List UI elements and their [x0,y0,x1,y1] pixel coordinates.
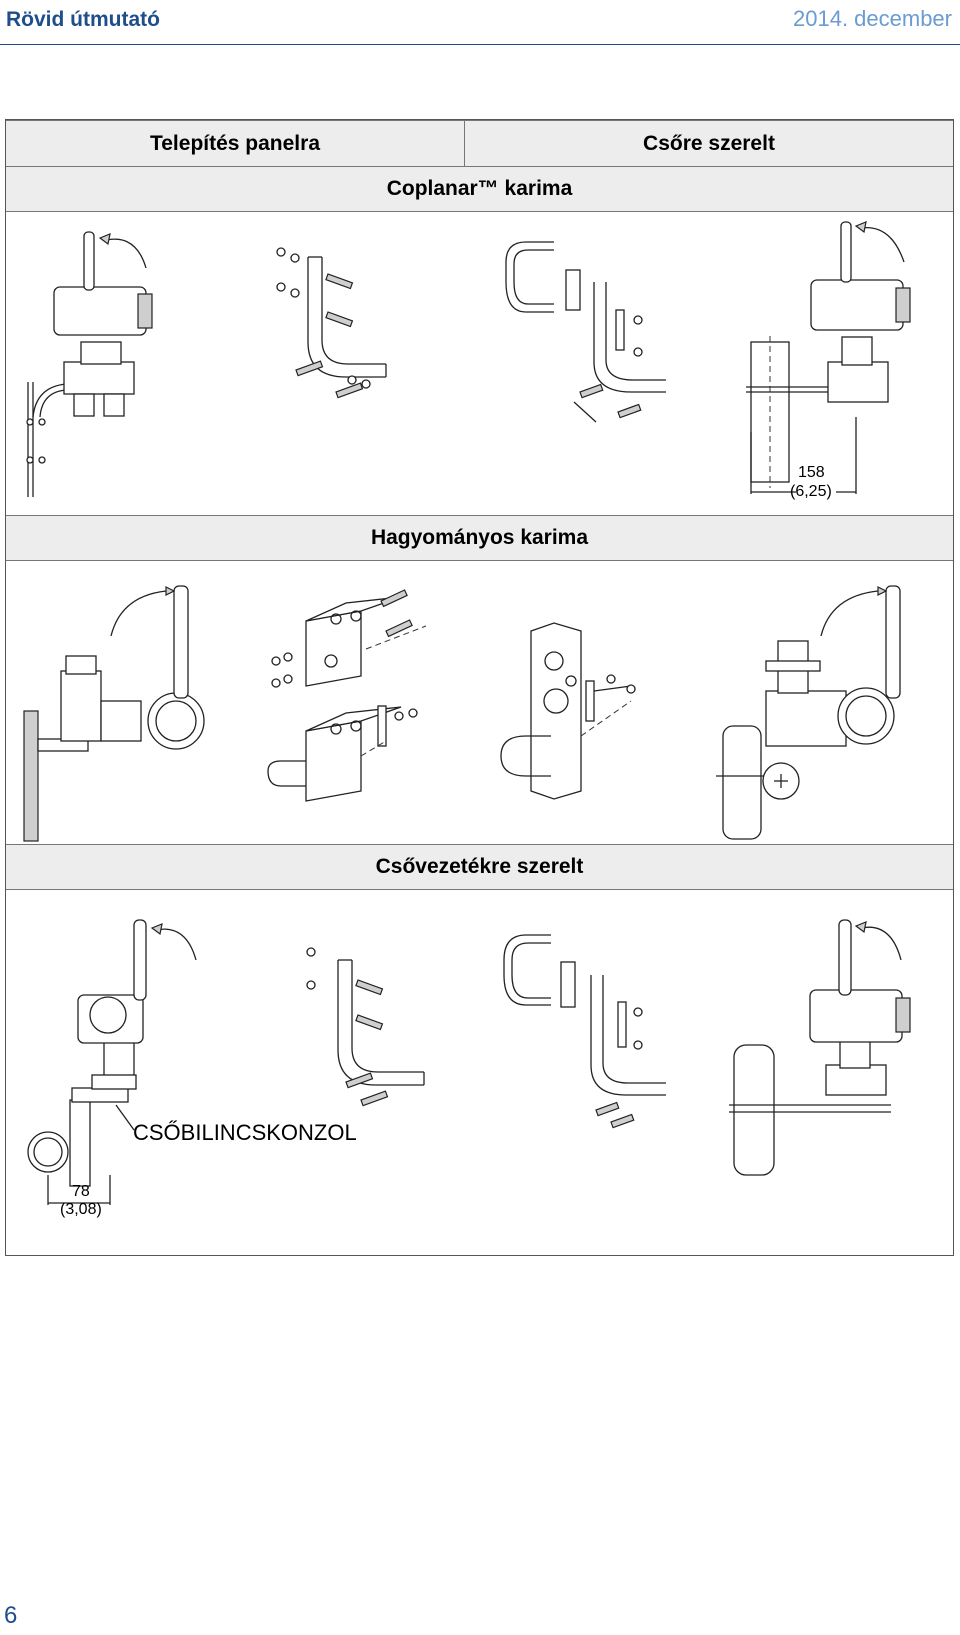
coplanar-pipe-bracket [505,241,666,423]
clamp-bracket-label: CSŐBILINCSKONZOL [133,1120,357,1145]
dim-78-value: 78 [72,1183,90,1200]
inline-assembly: CSŐBILINCSKONZOL 78 (3,08) [27,919,357,1218]
dim-78-inch: (3,08) [60,1201,102,1218]
inline-pipe-bracket [503,934,666,1129]
traditional-pipe-bracket [500,622,636,800]
document-date: 2014. december [793,6,952,31]
section-inline: Csővezetékre szerelt [6,844,953,890]
col-header-panel: Telepítés panelra [149,131,320,155]
col-divider [464,121,465,166]
section-traditional: Hagyományos karima [6,515,953,561]
mounting-table: Telepítés panelra Csőre szerelt Coplanar… [5,119,954,1256]
header-divider [0,44,960,45]
col-header-pipe: Csőre szerelt [643,131,775,155]
section-coplanar: Coplanar™ karima [6,166,953,212]
traditional-pipe-assembly [716,585,901,840]
coplanar-panel-bracket [276,247,387,399]
page-number: 6 [4,1602,18,1629]
coplanar-drawings: 158 (6,25) [26,221,911,500]
inline-drawings: CSŐBILINCSKONZOL 78 (3,08) [27,919,911,1218]
inline-pipe-assembly [729,919,911,1176]
traditional-drawings [23,585,901,842]
traditional-panel-assembly [23,585,205,842]
coplanar-pipe-assembly: 158 (6,25) [746,221,911,500]
column-header-row: Telepítés panelra Csőre szerelt [6,120,953,167]
traditional-bracket-ubolt [267,705,418,802]
document-title: Rövid útmutató [6,8,160,31]
inline-panel-bracket [306,947,425,1107]
dim-158-inch: (6,25) [790,483,832,500]
dim-158-value: 158 [798,464,825,481]
coplanar-panel-assembly [26,231,153,497]
traditional-bracket-flat [271,589,427,688]
